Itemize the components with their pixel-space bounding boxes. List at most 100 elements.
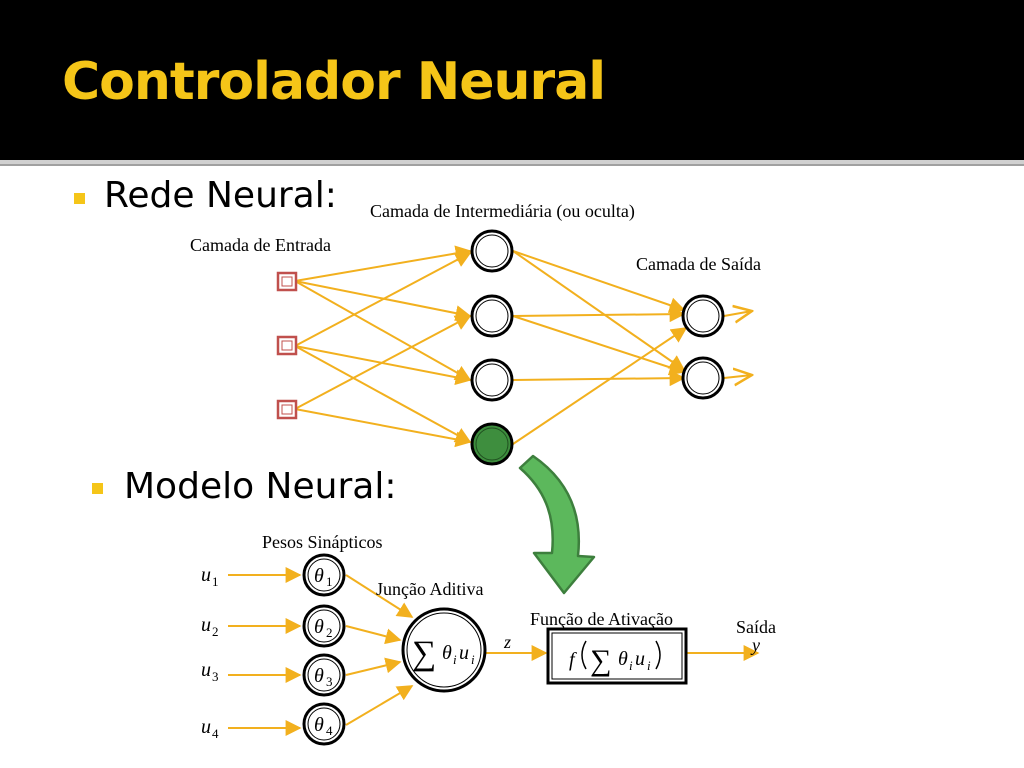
output-node-2-ring <box>686 361 720 395</box>
z-label: z <box>503 632 511 652</box>
open-paren-icon <box>581 640 587 670</box>
input-u4: u <box>201 716 211 738</box>
activation-theta-sub: i <box>629 658 633 673</box>
hidden-layer-label: Camada de Intermediária (ou oculta) <box>370 201 635 222</box>
edge-in3-h2 <box>294 315 472 410</box>
sum-u: u <box>459 642 469 664</box>
weight-node-1-ring <box>307 558 341 592</box>
edge-in3-h4 <box>294 408 472 448</box>
bullet-icon <box>92 483 103 494</box>
activation-frame <box>546 627 688 685</box>
weight-node-4-ring <box>307 707 341 741</box>
edge-h3-o2 <box>512 370 686 387</box>
bullet-rede-neural: Rede Neural: <box>104 175 337 216</box>
sum-label: Junção Aditiva <box>376 579 483 599</box>
input-node-2-inner <box>281 340 293 351</box>
weight-theta-3: θ <box>314 665 324 687</box>
y-label: y <box>750 635 760 655</box>
input-node-3-inner <box>281 404 293 415</box>
output-node-1 <box>681 294 725 338</box>
bullet-icon <box>74 193 85 204</box>
weights-label: Pesos Sinápticos <box>262 532 383 552</box>
edge-h2-o1 <box>512 306 686 323</box>
bias-node-ring <box>475 427 509 461</box>
sum-theta: θ <box>442 642 452 664</box>
input-u2: u <box>201 614 211 636</box>
edge-w2-sum <box>345 625 402 645</box>
edge-h1-o1 <box>512 250 686 313</box>
hidden-layer <box>470 229 514 466</box>
activation-theta: θ <box>618 648 628 670</box>
hidden-node-3-ring <box>475 363 509 397</box>
weight-theta-4: θ <box>314 714 324 736</box>
edge-in1-h3 <box>294 280 472 381</box>
output-layer <box>681 294 725 400</box>
weight-node-3 <box>302 653 346 697</box>
input-u2-sub: 2 <box>212 624 219 639</box>
output-node-2 <box>681 356 725 400</box>
close-paren-icon <box>655 640 661 670</box>
title-bar <box>0 0 1024 160</box>
weight-node-2 <box>302 604 346 648</box>
output-arrow-2 <box>723 375 752 378</box>
slide-title: Controlador Neural <box>62 52 606 112</box>
edge-in1-h1 <box>294 245 472 282</box>
weight-node-3-ring <box>307 658 341 692</box>
output-layer-label: Camada de Saída <box>636 254 761 274</box>
sum-theta-sub: i <box>453 652 457 667</box>
edge-h4-o1 <box>512 327 688 445</box>
summing-junction: ∑ θ i u i <box>401 607 487 693</box>
edge-h1-o2 <box>512 250 686 371</box>
weight-theta-4-sub: 4 <box>326 723 333 738</box>
hidden-node-1 <box>470 229 514 273</box>
input-u1: u <box>201 564 211 586</box>
weight-theta-2: θ <box>314 616 324 638</box>
edge-w4-sum <box>345 685 414 726</box>
activation-sum-symbol: ∑ <box>590 644 611 677</box>
edge-in2-h1 <box>294 252 472 347</box>
bias-node <box>470 422 514 466</box>
activation-label: Função de Ativação <box>530 609 673 629</box>
activation-u: u <box>635 648 645 670</box>
input-node-1-inner <box>281 276 293 287</box>
weight-theta-2-sub: 2 <box>326 625 333 640</box>
activation-f: f <box>569 649 577 671</box>
network-connections <box>294 245 752 448</box>
activation-frame-inner <box>551 632 683 680</box>
activation-u-sub: i <box>647 658 651 673</box>
weight-theta-1-sub: 1 <box>326 574 333 589</box>
transition-arrow-icon <box>518 454 596 595</box>
weight-node-4 <box>302 702 346 746</box>
weight-theta-3-sub: 3 <box>326 674 333 689</box>
weight-node-2-ring <box>307 609 341 643</box>
model-connections <box>228 567 760 736</box>
hidden-node-3 <box>470 358 514 402</box>
edge-w1-sum <box>345 574 414 618</box>
hidden-node-2-ring <box>475 299 509 333</box>
model-inputs: u 1 u 2 u 3 u 4 <box>201 564 219 741</box>
bullet-modelo-neural: Modelo Neural: <box>124 466 397 507</box>
sum-symbol: ∑ <box>412 635 436 672</box>
input-layer <box>276 271 298 420</box>
activation-box: f ∑ θ i u i <box>546 627 688 685</box>
hidden-node-2 <box>470 294 514 338</box>
input-layer-label: Camada de Entrada <box>190 235 331 255</box>
input-u3-sub: 3 <box>212 669 219 684</box>
input-u1-sub: 1 <box>212 574 219 589</box>
output-arrow-1 <box>723 311 752 316</box>
title-divider <box>0 160 1024 164</box>
input-u4-sub: 4 <box>212 726 219 741</box>
edge-w3-sum <box>345 657 402 676</box>
weight-theta-1: θ <box>314 565 324 587</box>
weight-nodes: θ 1 θ 2 θ 3 θ 4 <box>302 553 346 746</box>
sum-u-sub: i <box>471 652 475 667</box>
output-label: Saída <box>736 617 776 637</box>
output-node-1-ring <box>686 299 720 333</box>
hidden-node-1-ring <box>475 234 509 268</box>
edge-in2-h4 <box>294 345 472 443</box>
weight-node-1 <box>302 553 346 597</box>
summing-node-ring <box>406 612 482 688</box>
summing-node <box>401 607 487 693</box>
title-divider-shadow <box>0 164 1024 166</box>
